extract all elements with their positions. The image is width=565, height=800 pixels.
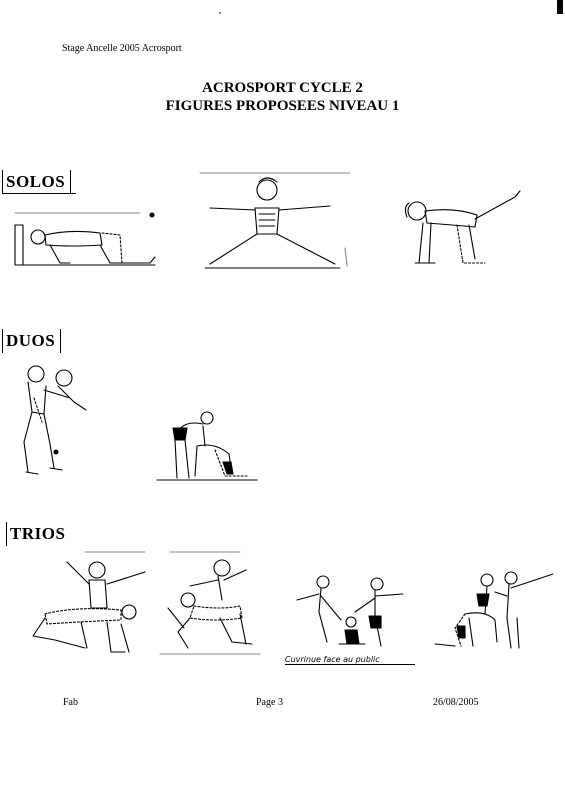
speck [219,12,221,14]
section-solos-label: SOLOS [6,172,66,191]
footer-author: Fab [63,697,78,708]
trio-figure-3 [296,575,404,647]
page-title-line2: FIGURES PROPOSEES NIVEAU 1 [165,98,400,114]
corner-mark [557,0,563,14]
section-trios-label: TRIOS [10,524,66,543]
section-duos: DUOS [2,329,62,353]
footer-page-number: Page 3 [256,697,283,708]
handwritten-caption: Cuvrinue face au public [285,655,415,665]
section-solos: SOLOS [2,170,76,194]
solo-figure-2 [199,172,351,269]
duo-figure-2 [156,411,258,481]
duo-figure-1 [23,365,87,475]
page-title-line1: ACROSPORT CYCLE 2 [202,80,363,96]
header-text: Stage Ancelle 2005 Acrosport [62,43,182,54]
trio-figure-4 [434,571,554,649]
footer-date: 26/08/2005 [433,697,479,708]
section-trios: TRIOS [6,522,66,546]
section-duos-label: DUOS [6,331,56,350]
trio-figure-2 [159,551,261,655]
solo-figure-1 [14,212,156,266]
trio-figure-1 [32,551,146,653]
solo-figure-3 [404,190,521,264]
